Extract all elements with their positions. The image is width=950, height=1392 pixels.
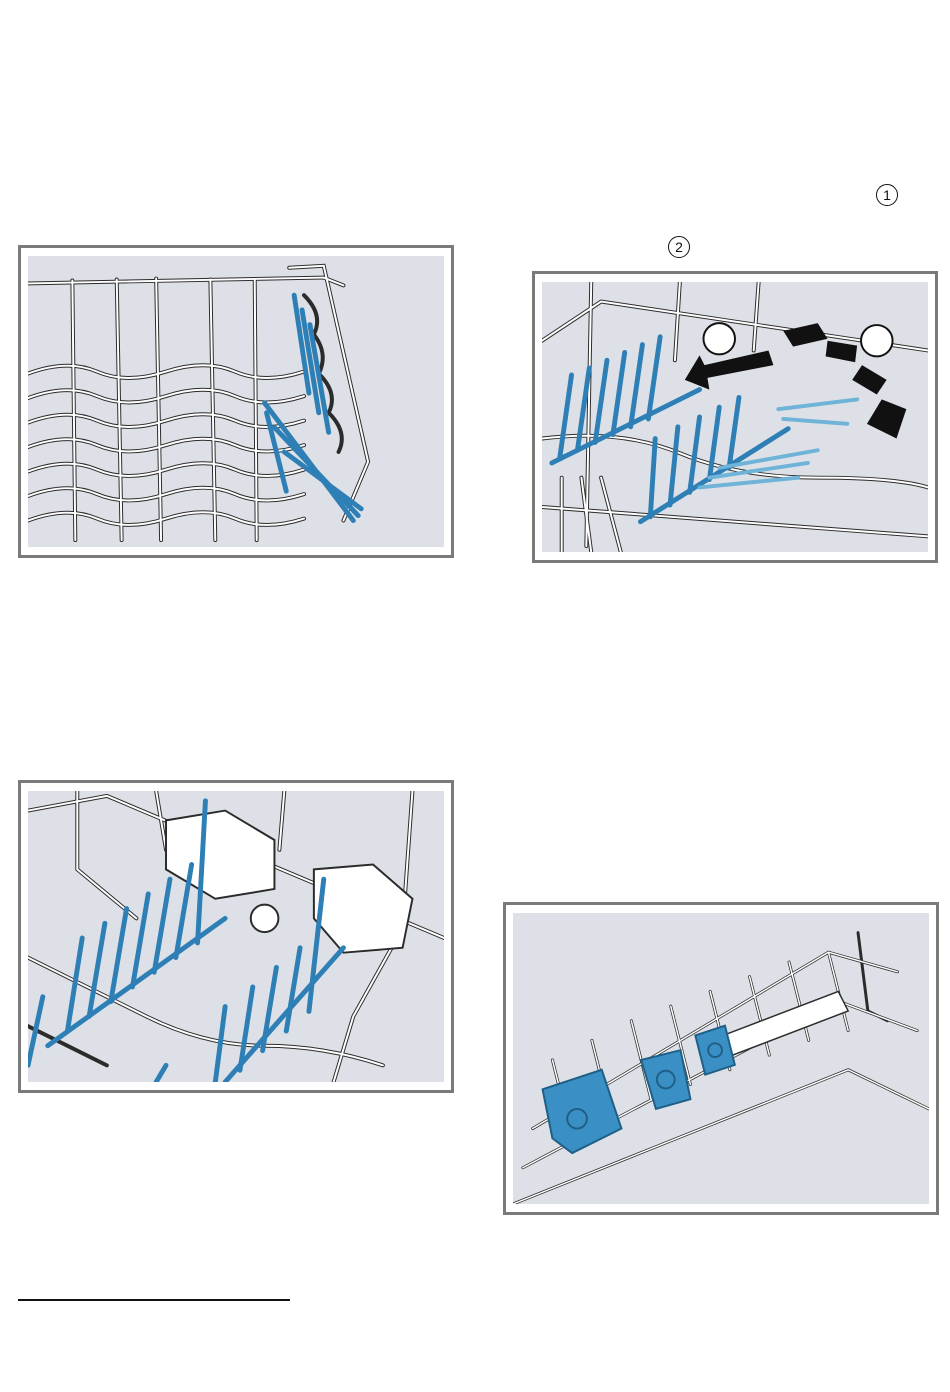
rack-illustration-icon bbox=[28, 791, 444, 1082]
figure-cutlery-rack bbox=[503, 902, 939, 1215]
figure-upper-rack bbox=[18, 245, 454, 558]
figure-tine-rows-closeup bbox=[18, 780, 454, 1093]
figure-remove-tine-row bbox=[532, 271, 938, 563]
figure-remove-tine-row-illustration bbox=[542, 282, 928, 552]
figure-upper-rack-illustration bbox=[28, 256, 444, 547]
step-2-marker: 2 bbox=[668, 236, 690, 258]
figure-tine-rows-closeup-illustration bbox=[28, 791, 444, 1082]
rack-illustration-icon bbox=[542, 282, 928, 552]
figure-cutlery-rack-illustration bbox=[513, 913, 929, 1204]
rack-illustration-icon bbox=[28, 256, 444, 547]
step-1-marker: 1 bbox=[876, 184, 898, 206]
section-rule bbox=[18, 1299, 290, 1301]
rack-illustration-icon bbox=[513, 913, 929, 1204]
